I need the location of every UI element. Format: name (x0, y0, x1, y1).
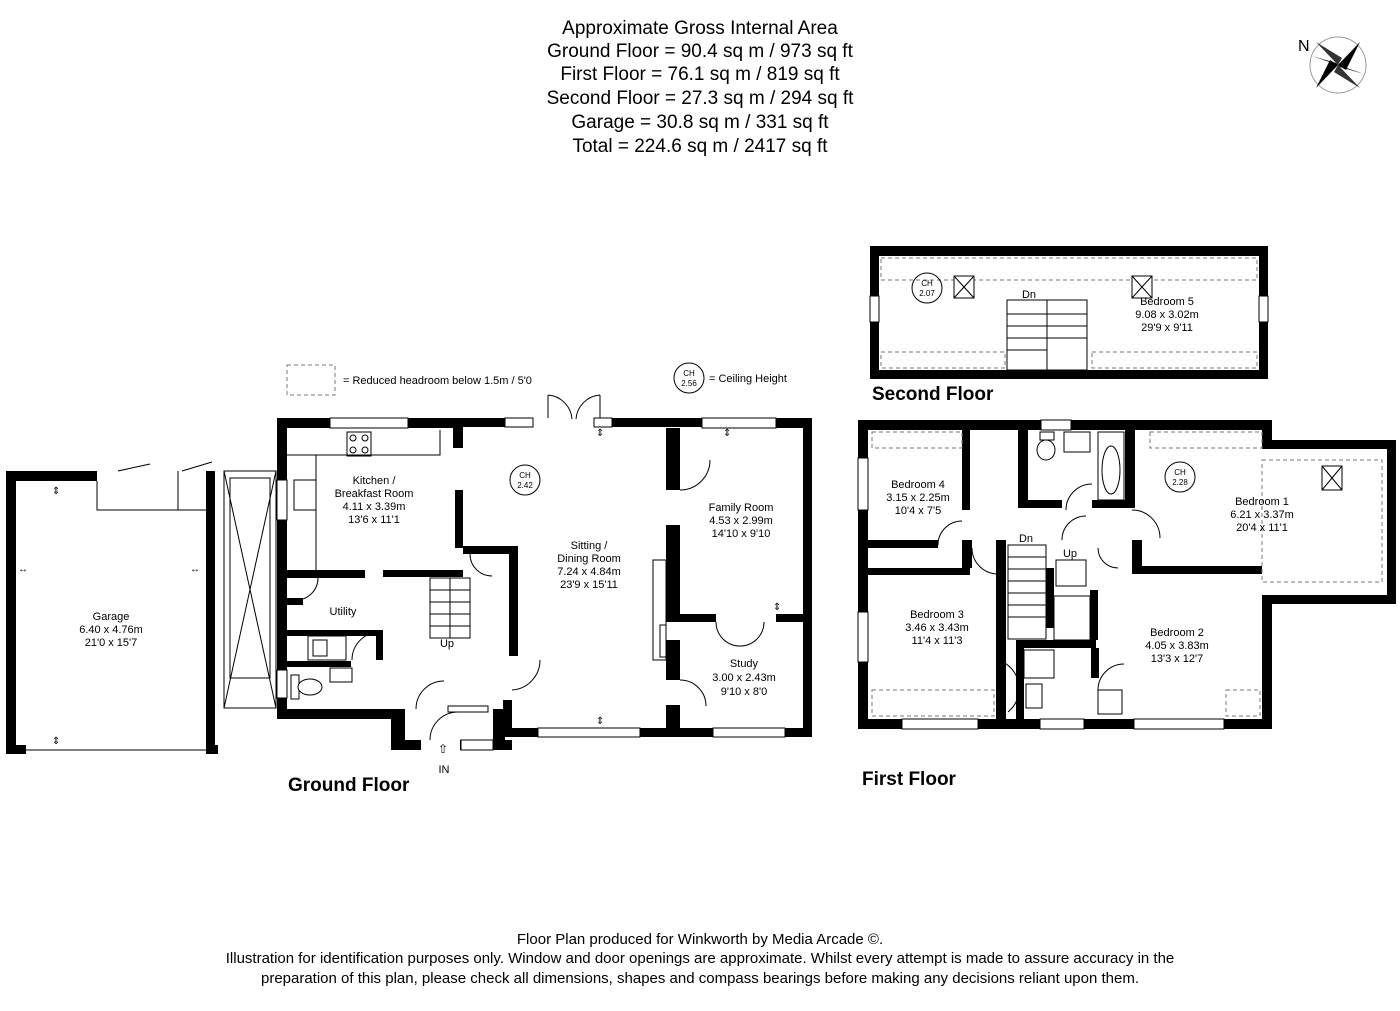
ground-stairs-up-label: Up (440, 638, 454, 650)
sitting-imperial: 23'9 x 15'11 (560, 579, 618, 591)
garage-imperial: 21'0 x 15'7 (85, 637, 138, 649)
compass-icon: N (1298, 36, 1367, 94)
bedroom4-metric: 3.15 x 2.25m (886, 492, 950, 504)
second-floor-stairs (1006, 299, 1088, 371)
bedroom1-metric: 6.21 x 3.37m (1230, 509, 1294, 521)
svg-text:⇕: ⇕ (596, 428, 604, 439)
utility-name: Utility (330, 606, 357, 618)
bedroom5-imperial: 29'9 x 9'11 (1141, 322, 1193, 334)
kitchen-name-1: Kitchen / (353, 475, 397, 487)
svg-text:⇧: ⇧ (438, 742, 448, 756)
garage-metric: 6.40 x 4.76m (79, 624, 143, 636)
study-metric: 3.00 x 2.43m (712, 672, 776, 684)
legend-ch-label: CH (683, 369, 695, 378)
bedroom5-name: Bedroom 5 (1140, 296, 1194, 308)
area-summary: Approximate Gross Internal Area Ground F… (547, 18, 855, 157)
svg-text:⇕: ⇕ (723, 428, 731, 439)
ground-stairs (429, 577, 471, 639)
ceiling-height-marker-icon (673, 362, 705, 394)
svg-text:↔: ↔ (18, 564, 28, 575)
study-name: Study (730, 658, 759, 670)
garage-name: Garage (93, 611, 130, 623)
bedroom1-name: Bedroom 1 (1235, 496, 1289, 508)
svg-text:⇕: ⇕ (596, 716, 604, 727)
sitting-ch-label: CH (519, 471, 531, 480)
area-garage: Garage = 30.8 sq m / 331 sq ft (571, 112, 829, 133)
bedroom2-name: Bedroom 2 (1150, 627, 1204, 639)
bedroom1-ch-value: 2.28 (1172, 478, 1188, 487)
bedroom5-ch-value: 2.07 (919, 289, 935, 298)
study-imperial: 9'10 x 8'0 (721, 686, 767, 698)
family-metric: 4.53 x 2.99m (709, 515, 773, 527)
area-second-floor: Second Floor = 27.3 sq m / 294 sq ft (547, 88, 855, 109)
first-stairs-up-label: Up (1063, 548, 1077, 560)
svg-text:⇕: ⇕ (52, 736, 60, 747)
svg-text:⇕: ⇕ (52, 486, 60, 497)
svg-text:↔: ↔ (190, 564, 200, 575)
area-heading: Approximate Gross Internal Area (562, 18, 838, 39)
kitchen-imperial: 13'6 x 11'1 (348, 514, 400, 526)
bedroom3-metric: 3.46 x 3.43m (905, 622, 969, 634)
footer-disclaimer-1: Illustration for identification purposes… (226, 950, 1175, 967)
ground-floor-plan: ⇕ ⇕ ↔ ↔ ⇕ ⇕ ⇕ ⇕ Garage 6.40 x 4.76m 21'0… (6, 394, 812, 796)
second-floor-title: Second Floor (872, 384, 994, 405)
bedroom1-ch-label: CH (1174, 468, 1186, 477)
svg-text:⇕: ⇕ (773, 602, 781, 613)
bedroom2-imperial: 13'3 x 12'7 (1151, 653, 1204, 665)
area-ground-floor: Ground Floor = 90.4 sq m / 973 sq ft (547, 41, 853, 62)
sitting-name-2: Dining Room (557, 553, 621, 565)
bedroom1-ch-icon (1164, 461, 1196, 493)
bedroom2-metric: 4.05 x 3.83m (1145, 640, 1209, 652)
bedroom5-metric: 9.08 x 3.02m (1135, 309, 1199, 321)
bedroom3-imperial: 11'4 x 11'3 (912, 635, 963, 647)
bedroom1-imperial: 20'4 x 11'1 (1236, 522, 1288, 534)
kitchen-metric: 4.11 x 3.39m (343, 501, 406, 513)
second-floor-plan: CH 2.07 Dn Bedroom 5 9.08 x 3.02m 29'9 x… (869, 246, 1269, 405)
first-floor-plan: CH 2.28 Bedroom 4 3.15 x 2.25m 10'4 x 7'… (857, 419, 1396, 790)
family-name: Family Room (709, 502, 774, 514)
second-stairs-down-label: Dn (1022, 289, 1036, 301)
kitchen-name-2: Breakfast Room (335, 488, 414, 500)
reduced-headroom-swatch (286, 364, 336, 396)
bedroom5-ch-icon (911, 272, 943, 304)
sitting-ch-value: 2.42 (517, 481, 533, 490)
sitting-metric: 7.24 x 4.84m (557, 566, 621, 578)
entrance-label: IN (439, 764, 450, 776)
bedroom3-name: Bedroom 3 (910, 609, 964, 621)
legend: = Reduced headroom below 1.5m / 5'0 CH 2… (286, 362, 787, 396)
first-floor-stairs (1007, 544, 1087, 640)
legend-ceiling-text: = Ceiling Height (709, 373, 787, 385)
first-floor-title: First Floor (862, 769, 957, 790)
bedroom4-name: Bedroom 4 (891, 479, 945, 491)
compass-north-label: N (1298, 38, 1310, 55)
footer-credit: Floor Plan produced for Winkworth by Med… (517, 931, 883, 948)
first-stairs-down-label: Dn (1019, 533, 1033, 545)
sitting-name-1: Sitting / (571, 540, 609, 552)
bedroom4-imperial: 10'4 x 7'5 (895, 505, 941, 517)
footer-disclaimer-2: preparation of this plan, please check a… (261, 970, 1139, 987)
ground-floor-title: Ground Floor (288, 775, 410, 796)
disclaimer-footer: Floor Plan produced for Winkworth by Med… (226, 931, 1175, 987)
area-total: Total = 224.6 sq m / 2417 sq ft (572, 136, 828, 157)
legend-headroom-text: = Reduced headroom below 1.5m / 5'0 (343, 375, 532, 387)
bedroom5-ch-label: CH (921, 279, 933, 288)
family-imperial: 14'10 x 9'10 (712, 528, 771, 540)
sitting-ch-icon (509, 464, 541, 496)
legend-ch-value: 2.56 (681, 379, 697, 388)
area-first-floor: First Floor = 76.1 sq m / 819 sq ft (560, 64, 840, 85)
